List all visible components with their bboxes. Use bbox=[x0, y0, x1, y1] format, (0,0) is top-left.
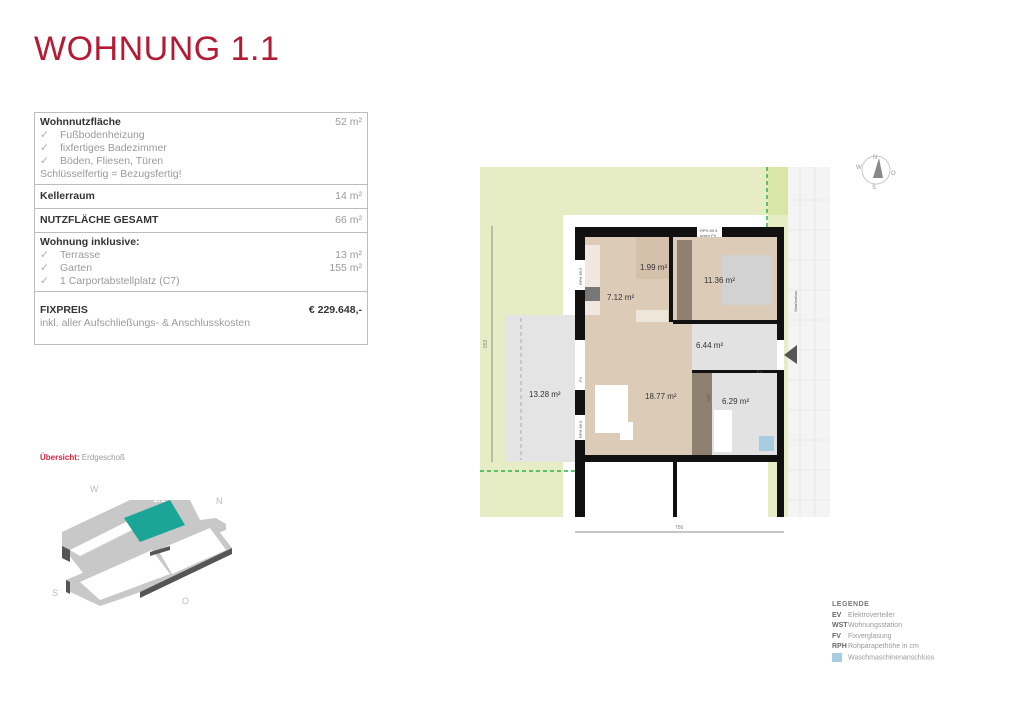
paving-grid bbox=[788, 167, 830, 517]
price-note: inkl. aller Aufschließungs- & Anschlussk… bbox=[40, 317, 251, 329]
svg-text:S: S bbox=[872, 185, 876, 191]
rph-label: RPH 89.5 bbox=[700, 228, 718, 233]
rph-label: RPH 89.5 bbox=[578, 420, 583, 438]
bathtub-icon bbox=[714, 410, 732, 452]
vertical-dimension-label: 853 bbox=[483, 339, 489, 348]
inclusive-label: Wohnung inklusive: bbox=[40, 236, 140, 248]
svg-text:W: W bbox=[856, 165, 862, 171]
inclusive-value: 155 m² bbox=[329, 262, 362, 274]
cellar-value: 14 m² bbox=[335, 190, 362, 202]
street-label: Straßenbau bbox=[793, 291, 798, 312]
rph-label: RPH 89.5 bbox=[578, 267, 583, 285]
overview-floor: Erdgeschoß bbox=[81, 453, 125, 462]
cellar-label: Kellerraum bbox=[40, 190, 95, 202]
overview-label: Übersicht: Erdgeschoß bbox=[40, 453, 125, 462]
washing-machine-icon bbox=[759, 436, 774, 451]
check-icon: ✓ bbox=[40, 142, 49, 154]
inclusive-item: Terrasse bbox=[60, 249, 101, 261]
room-area-terrace: 13.28 m² bbox=[529, 390, 561, 399]
feature-item: Fußbodenheizung bbox=[60, 129, 145, 141]
check-icon: ✓ bbox=[40, 155, 49, 167]
check-icon: ✓ bbox=[40, 129, 49, 141]
living-area-section: Wohnnutzfläche 52 m² ✓ Fußbodenheizung ✓ fi… bbox=[35, 113, 367, 185]
horizontal-dimension-label: 756 bbox=[675, 525, 684, 531]
entrance-arrow-icon bbox=[784, 345, 797, 364]
inclusive-item: Garten bbox=[60, 262, 93, 274]
bed-icon bbox=[722, 255, 772, 305]
living-area-value: 52 m² bbox=[335, 116, 362, 128]
unit-1-1-highlight bbox=[124, 500, 185, 542]
terrace bbox=[506, 315, 577, 462]
inclusive-value: 13 m² bbox=[335, 249, 362, 261]
wst-label: WST bbox=[706, 393, 711, 402]
room-area-storage: 1.99 m² bbox=[640, 263, 667, 272]
page-title: WOHNUNG 1.1 bbox=[34, 30, 280, 68]
overview-unit-label: 1.1 bbox=[153, 494, 166, 504]
price-section: FIXPREIS € 229.648,- inkl. aller Aufschli… bbox=[35, 292, 367, 344]
fv-label: FV bbox=[578, 377, 583, 382]
check-icon: ✓ bbox=[40, 275, 49, 287]
room-area-living: 18.77 m² bbox=[645, 392, 677, 401]
room-area-hall: 6.44 m² bbox=[696, 341, 723, 350]
price-value: € 229.648,- bbox=[308, 304, 362, 316]
room-area-bath: 6.29 m² bbox=[722, 397, 749, 406]
legend-title: LEGENDE bbox=[832, 601, 870, 608]
room-area-kitchen: 7.12 m² bbox=[607, 293, 634, 302]
ev-label: EV bbox=[757, 369, 763, 374]
direction-n: N bbox=[216, 496, 223, 506]
direction-w: W bbox=[90, 484, 99, 494]
cellar-section: Kellerraum 14 m² bbox=[35, 185, 367, 209]
living-area-label: Wohnnutzfläche bbox=[40, 116, 121, 128]
total-area-section: NUTZFLÄCHE GESAMT 66 m² bbox=[35, 209, 367, 233]
svg-text:O: O bbox=[891, 171, 896, 177]
compass-icon: N W O S bbox=[856, 155, 896, 191]
legend-item: WSTWohnungsstation bbox=[832, 622, 902, 629]
svg-text:N: N bbox=[873, 155, 877, 161]
stove-icon bbox=[585, 287, 600, 301]
total-area-value: 66 m² bbox=[335, 214, 362, 226]
inclusive-item: 1 Carportabstellplatz (C7) bbox=[60, 275, 180, 287]
building-overview-diagram: 1.1 W N S O bbox=[52, 484, 232, 606]
overview-title: Übersicht: bbox=[40, 453, 80, 462]
rph-fv-label: unten FV bbox=[700, 233, 717, 238]
turnkey-note: Schlüsselfertig = Bezugsfertig! bbox=[40, 168, 182, 180]
apartment-info-box: Wohnnutzfläche 52 m² ✓ Fußbodenheizung ✓ fi… bbox=[34, 112, 368, 345]
feature-item: Böden, Fliesen, Türen bbox=[60, 155, 164, 167]
direction-o: O bbox=[182, 596, 189, 606]
washing-machine-icon bbox=[832, 652, 842, 662]
check-icon: ✓ bbox=[40, 249, 49, 261]
direction-s: S bbox=[52, 588, 58, 598]
price-label: FIXPREIS bbox=[40, 304, 88, 316]
inclusive-section: Wohnung inklusive: ✓ Terrasse 13 m² ✓ Garte… bbox=[35, 233, 367, 292]
total-area-label: NUTZFLÄCHE GESAMT bbox=[40, 214, 159, 226]
check-icon: ✓ bbox=[40, 262, 49, 274]
feature-item: fixfertiges Badezimmer bbox=[60, 142, 167, 154]
room-area-bedroom: 11.36 m² bbox=[704, 276, 735, 285]
legend-item: RPHRohparapethöhe in cm bbox=[832, 643, 919, 650]
legend-item: Waschmaschinenanschluss bbox=[832, 652, 934, 664]
